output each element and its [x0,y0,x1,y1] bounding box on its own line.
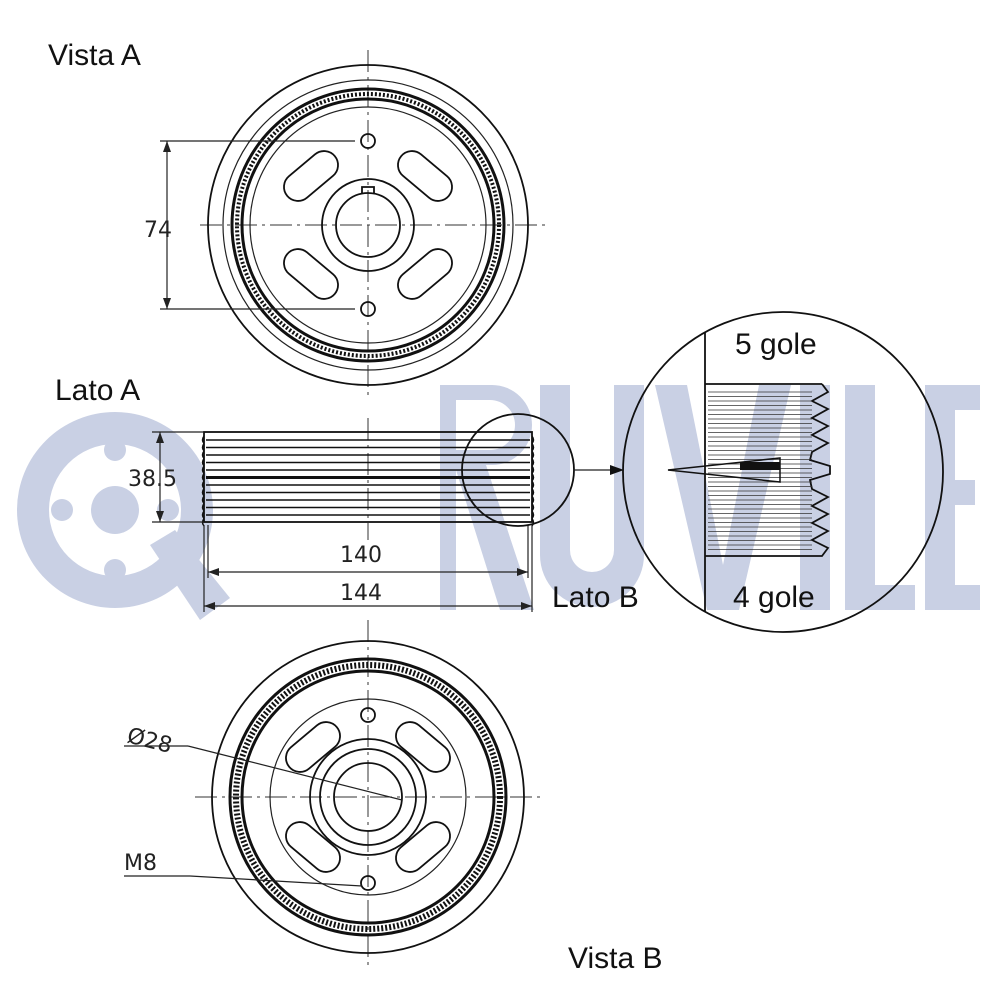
thread-size-label: M8 [124,851,157,876]
ruville-watermark [17,385,980,620]
thread-leader [124,875,363,887]
side-view-rib-end [531,473,535,482]
bore-leader [124,745,403,801]
view-b-damper-ring-inner [240,669,496,925]
side-view-rib-end [531,510,535,519]
view-a-outer-rim [207,64,529,386]
side-view-rib-end [201,458,205,467]
detail-groove-profile [705,383,831,557]
dim-diameter-inner-label: 140 [340,543,382,568]
view-a-label: Vista A [48,39,141,72]
view-b-bore [333,762,403,832]
view-a-slot-bottom-right [397,248,453,300]
view-b-slot-bottom-right [395,821,451,873]
view-a-damper-ring-inner [240,97,496,353]
view-b-label: Vista B [568,942,663,975]
view-b-slot-top-left [285,721,341,773]
side-view-rib-end [531,435,535,444]
side-view-rib-end [201,510,205,519]
side-view-rib-end [531,503,535,512]
groove-count-top: 5 gole [735,328,817,361]
side-view-rib-end [201,495,205,504]
side-view-rib-end [531,465,535,474]
side-view-rib-end [201,473,205,482]
bore-diameter-label: Ø28 [125,724,175,759]
view-a-keyway [361,186,375,193]
dim-diameter-outer-label: 144 [340,581,382,606]
view-b-pulley [195,620,545,970]
dim-hole-spacing-label: 74 [144,218,172,243]
view-a-bolt-hole-bottom [360,301,376,317]
side-view-rib-end [201,443,205,452]
view-a-slot-bottom-left [283,248,339,300]
view-b-slot-top-right [395,721,451,773]
side-view-pulley [201,418,535,540]
view-b-web-edge [269,698,467,896]
view-a-damper-rubber [235,92,501,358]
side-view-rib-end [531,495,535,504]
view-a-damper-ring-outer [230,87,506,363]
view-b-bolt-hole-bottom [360,875,376,891]
view-b-bolt-hole-top [360,707,376,723]
view-a-bore [335,192,401,258]
view-a-slot-top-left [283,150,339,202]
side-view-outline [203,431,533,523]
side-b-label: Lato B [552,581,639,614]
detail-arrow-head [610,465,624,475]
detail-magnified-circle [622,311,944,633]
ruville-logo-emblem [17,412,230,620]
view-a-pulley [200,50,545,395]
side-view-rib-end [201,480,205,489]
detail-groove-outline [705,383,831,557]
view-b-damper-rubber [233,662,503,932]
dim-width-label: 38.5 [128,467,177,492]
side-a-label: Lato A [55,374,140,407]
view-a-hub-edge [249,106,487,344]
side-view-rib-end [201,465,205,474]
side-view-rib-end [531,480,535,489]
side-view-rib-end [201,503,205,512]
side-view-rib-end [201,435,205,444]
side-view-rib-end [201,450,205,459]
view-b-damper-ring-outer [228,657,508,937]
view-b-outer-rim [211,640,525,954]
groove-count-bottom: 4 gole [733,581,815,614]
view-b-slot-bottom-left [285,821,341,873]
view-a-hub-outer [321,178,415,272]
side-view-rib-end [531,443,535,452]
side-view-rib-end [201,488,205,497]
side-view-rib-end [531,458,535,467]
view-b-hub-step [319,748,417,846]
dim-hole-spacing [160,140,355,310]
dim-width [152,431,204,523]
detail-callout [461,311,944,633]
view-a-rim-step [222,79,514,371]
side-view-grooves [201,435,535,527]
view-b-hub-outer [309,738,427,856]
view-a-bolt-hole-top [360,133,376,149]
dim-diameters [203,525,533,612]
side-view-rib-end [531,488,535,497]
side-view-rib-end [531,450,535,459]
view-a-slot-top-right [397,150,453,202]
detail-rib-fill [740,462,780,470]
